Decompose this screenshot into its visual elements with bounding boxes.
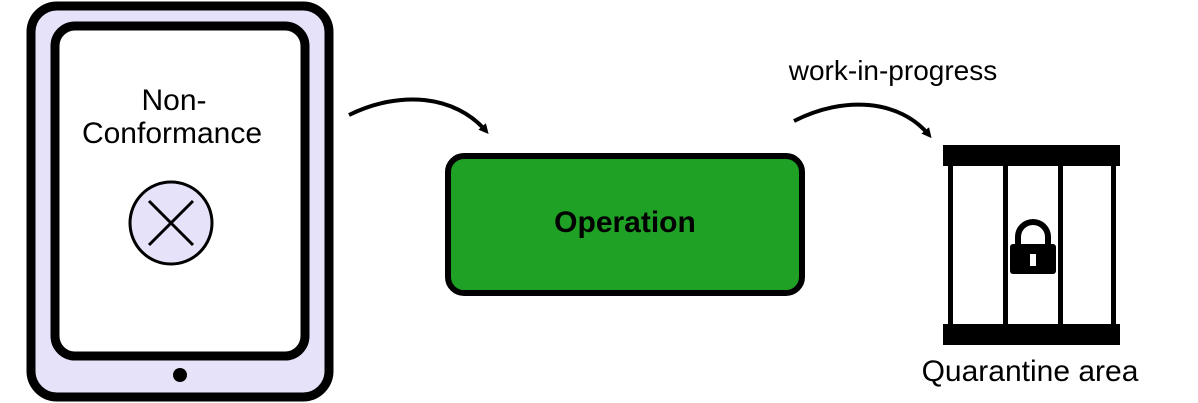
tablet-home-button[interactable]: [173, 368, 187, 382]
padlock-icon: [1010, 219, 1056, 274]
quarantine-label: Quarantine area: [922, 355, 1139, 388]
x-circle-icon: [128, 180, 214, 266]
operation-label: Operation: [554, 206, 696, 239]
tablet-title-line2: Conformance: [82, 117, 262, 150]
tablet-device: Non- Conformance: [26, 1, 334, 402]
curved-arrow-icon: [348, 97, 489, 135]
operation-box: Operation: [445, 153, 805, 296]
work-in-progress-label: work-in-progress: [788, 55, 998, 86]
operation-rect: [445, 153, 805, 296]
tablet-title-line1: Non-: [141, 84, 206, 117]
cage-icon: [943, 145, 1120, 345]
curved-arrow-icon: [793, 102, 932, 139]
